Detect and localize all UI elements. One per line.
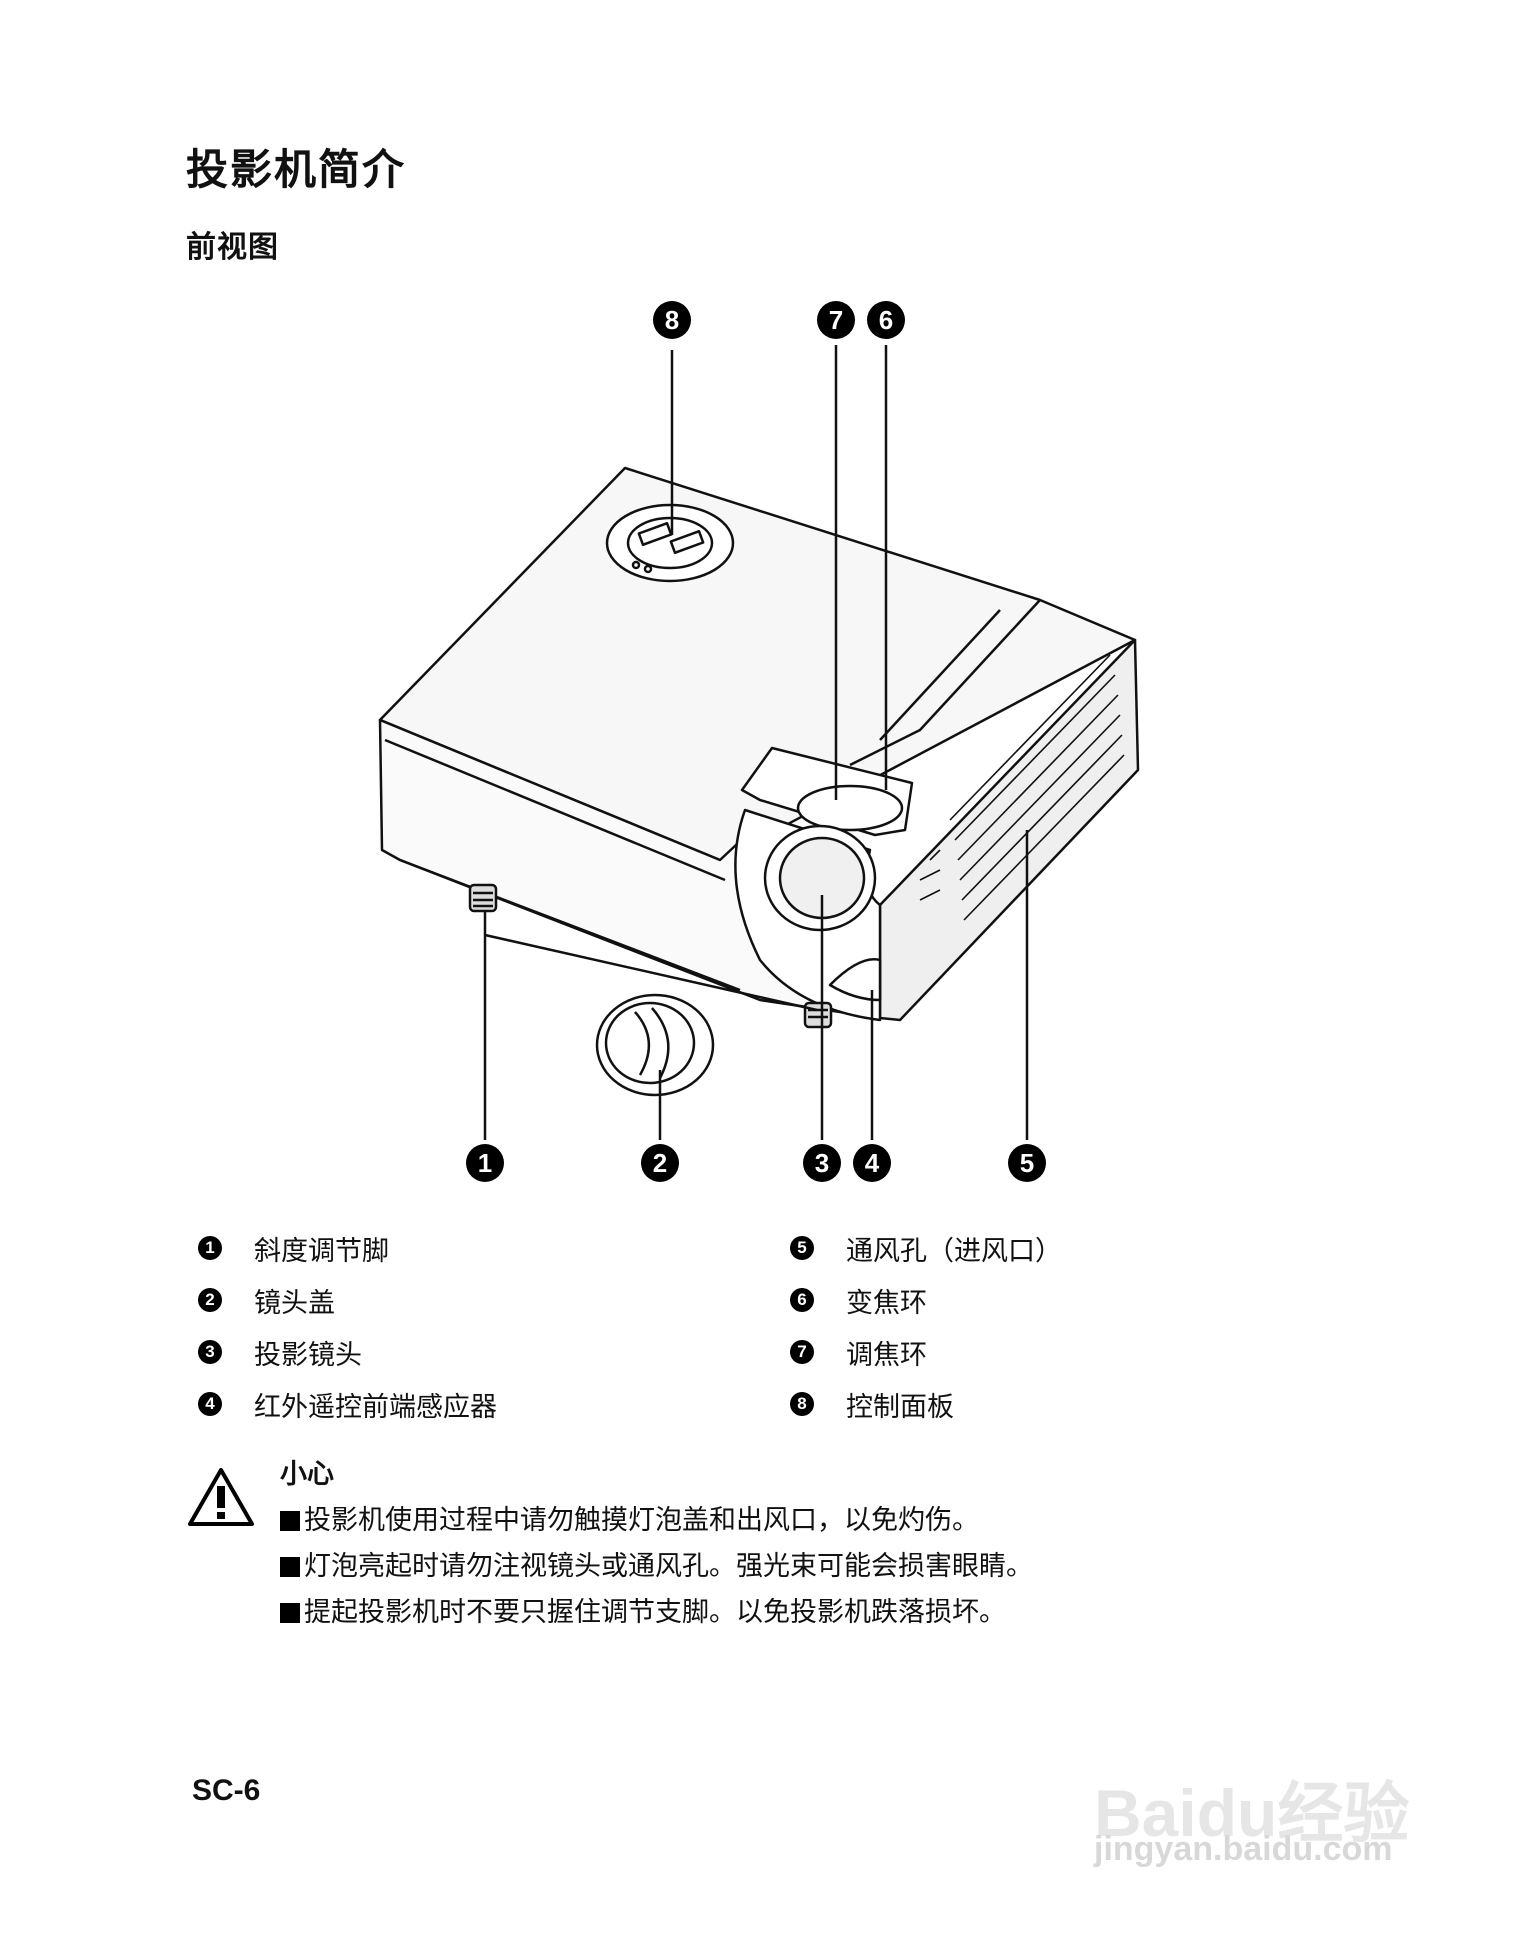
legend-label: 调焦环 — [846, 1333, 927, 1372]
callout-8: 8 — [653, 301, 691, 339]
tilt-adjustment-foot-right — [805, 1003, 831, 1027]
legend-label: 控制面板 — [846, 1385, 954, 1424]
legend-number: 2 — [198, 1288, 222, 1312]
legend-label: 变焦环 — [846, 1281, 927, 1320]
caution-line: 灯泡亮起时请勿注视镜头或通风孔。强光束可能会损害眼睛。 — [280, 1544, 1033, 1583]
zoom-ring — [798, 786, 902, 830]
legend-label: 斜度调节脚 — [254, 1229, 389, 1268]
watermark-url: jingyan.baidu.com — [1094, 1830, 1392, 1869]
svg-text:4: 4 — [865, 1148, 880, 1178]
legend-number: 6 — [790, 1288, 814, 1312]
legend-item: 1 斜度调节脚 — [198, 1222, 497, 1274]
legend-number: 7 — [790, 1340, 814, 1364]
legend-number: 4 — [198, 1392, 222, 1416]
svg-text:2: 2 — [653, 1148, 667, 1178]
svg-text:1: 1 — [478, 1148, 492, 1178]
svg-text:5: 5 — [1020, 1148, 1034, 1178]
caution-line: 投影机使用过程中请勿触摸灯泡盖和出风口，以免灼伤。 — [280, 1498, 979, 1537]
callout-6: 6 — [867, 301, 905, 339]
square-bullet-icon — [280, 1511, 300, 1531]
tilt-adjustment-foot-left — [470, 885, 496, 911]
legend-label: 红外遥控前端感应器 — [254, 1385, 497, 1424]
callout-7: 7 — [817, 301, 855, 339]
legend-item: 7 调焦环 — [790, 1326, 1062, 1378]
legend-item: 6 变焦环 — [790, 1274, 1062, 1326]
legend-item: 3 投影镜头 — [198, 1326, 497, 1378]
page-number: SC-6 — [192, 1774, 260, 1808]
legend-number: 8 — [790, 1392, 814, 1416]
legend-item: 5 通风孔（进风口） — [790, 1222, 1062, 1274]
callout-5: 5 — [1008, 1144, 1046, 1182]
legend-label: 投影镜头 — [254, 1333, 362, 1372]
legend-number: 5 — [790, 1236, 814, 1260]
legend-item: 2 镜头盖 — [198, 1274, 497, 1326]
callout-1: 1 — [466, 1144, 504, 1182]
svg-text:6: 6 — [879, 305, 893, 335]
callout-4: 4 — [853, 1144, 891, 1182]
caution-title: 小心 — [280, 1452, 334, 1491]
square-bullet-icon — [280, 1603, 300, 1623]
legend-right-column: 5 通风孔（进风口） 6 变焦环 7 调焦环 8 控制面板 — [790, 1222, 1062, 1430]
legend-number: 3 — [198, 1340, 222, 1364]
control-panel-ring — [607, 505, 733, 581]
callout-2: 2 — [641, 1144, 679, 1182]
warning-triangle-icon — [186, 1466, 256, 1528]
legend-item: 8 控制面板 — [790, 1378, 1062, 1430]
legend-number: 1 — [198, 1236, 222, 1260]
lens-cap — [597, 995, 713, 1095]
legend-left-column: 1 斜度调节脚 2 镜头盖 3 投影镜头 4 红外遥控前端感应器 — [198, 1222, 497, 1430]
legend-label: 通风孔（进风口） — [846, 1229, 1062, 1268]
caution-line: 提起投影机时不要只握住调节支脚。以免投影机跌落损坏。 — [280, 1590, 1006, 1629]
svg-text:3: 3 — [815, 1148, 829, 1178]
svg-text:7: 7 — [829, 305, 843, 335]
projector-front-view-illustration: 8 7 6 1 2 3 4 5 — [0, 0, 1520, 1200]
svg-text:8: 8 — [665, 305, 679, 335]
square-bullet-icon — [280, 1557, 300, 1577]
legend-label: 镜头盖 — [254, 1281, 335, 1320]
callout-3: 3 — [803, 1144, 841, 1182]
legend-item: 4 红外遥控前端感应器 — [198, 1378, 497, 1430]
